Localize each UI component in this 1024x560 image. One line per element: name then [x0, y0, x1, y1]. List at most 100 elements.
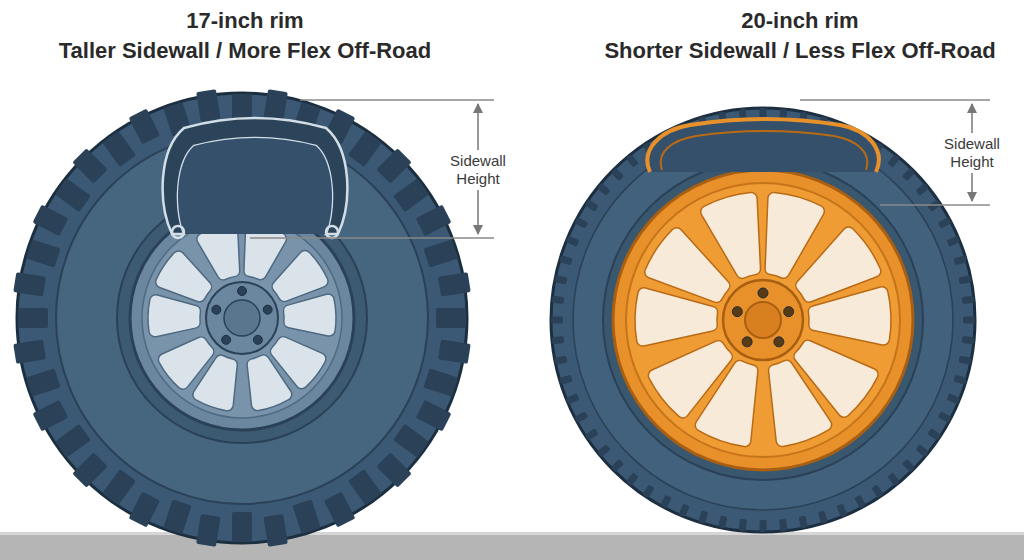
cutaway-inner	[178, 138, 332, 234]
tread-block	[324, 492, 355, 528]
tread-block	[626, 472, 639, 486]
tread-block	[585, 199, 599, 211]
tread-block	[871, 484, 883, 498]
tread-block	[163, 499, 191, 534]
tread-block	[551, 317, 563, 324]
tread-block	[718, 515, 727, 528]
tread-block	[915, 444, 929, 457]
tread-block	[559, 255, 573, 265]
tread-block	[26, 239, 61, 267]
wheel-window	[148, 295, 200, 337]
tread-block	[626, 154, 639, 168]
wheel-window	[808, 287, 891, 345]
tread-block	[13, 272, 46, 296]
tread-block	[902, 459, 915, 472]
tread-block	[902, 168, 915, 181]
sidewall-cutaway	[647, 119, 878, 172]
tread-block	[887, 154, 900, 168]
tread-block	[376, 148, 411, 183]
tread-block	[927, 428, 941, 440]
tread-block	[679, 503, 690, 517]
tread-block	[376, 452, 411, 487]
extension-line	[800, 99, 990, 100]
tread-block	[660, 495, 672, 509]
tread-block	[55, 424, 91, 458]
tread-block	[574, 217, 588, 229]
tread-block	[554, 356, 567, 365]
tread-block	[102, 469, 136, 505]
tread-block	[559, 375, 573, 385]
tread-block	[552, 336, 565, 344]
tread-block	[102, 131, 136, 167]
tread-block	[597, 183, 611, 196]
tread-block	[423, 368, 458, 396]
tread-block	[552, 296, 565, 304]
lug-hole	[758, 288, 768, 298]
tread-block	[438, 272, 471, 296]
tread-block	[18, 308, 48, 328]
tread-block	[799, 515, 808, 528]
lug-hole	[222, 335, 231, 344]
tread-block	[423, 239, 458, 267]
tread-block	[566, 393, 580, 404]
cutaway-inner	[661, 131, 868, 170]
tread-block	[566, 236, 580, 247]
tread-block	[915, 183, 929, 196]
extension-line	[880, 204, 990, 205]
tread-block	[887, 472, 900, 486]
tread-block	[416, 400, 452, 431]
tread-block	[33, 400, 69, 431]
tread-block	[611, 168, 624, 181]
lug-hole	[212, 305, 221, 314]
tread-block	[438, 339, 471, 363]
tread-block	[554, 275, 567, 284]
lug-hole	[263, 305, 272, 314]
tread-block	[779, 519, 787, 532]
tread-block	[436, 308, 466, 328]
dimension-label: Sidewall Height	[938, 133, 1006, 173]
tread-block	[962, 336, 975, 344]
tread-block	[232, 512, 252, 542]
tread-block	[55, 178, 91, 212]
bead	[172, 226, 184, 238]
lug-hole	[238, 287, 247, 296]
tread-block	[348, 131, 382, 167]
wheel-window	[648, 341, 732, 418]
tread-block	[938, 411, 952, 423]
tread-block	[13, 339, 46, 363]
tread-block	[196, 514, 220, 547]
tread-block	[760, 520, 767, 532]
tread-block	[72, 148, 107, 183]
rim-title: 20-inch rim	[741, 8, 858, 34]
extension-line	[250, 237, 494, 238]
tread-block	[642, 484, 654, 498]
tire-20	[551, 108, 975, 532]
tire-17	[13, 89, 470, 546]
tread-block	[574, 411, 588, 423]
tread-block	[698, 510, 708, 524]
wheel-window	[701, 193, 761, 279]
lug-hole	[784, 307, 794, 317]
tread-block	[129, 492, 160, 528]
wheel-window	[247, 355, 292, 411]
lug-hole	[742, 337, 752, 347]
tread-block	[818, 510, 828, 524]
tread-block	[953, 255, 967, 265]
wheel-window	[272, 250, 328, 301]
tread-block	[393, 178, 429, 212]
dimension-label: Sidewall Height	[444, 150, 512, 190]
tread-block	[963, 317, 975, 324]
lug-hole	[774, 337, 784, 347]
wheel-window	[156, 251, 212, 302]
ground-edge	[0, 532, 1024, 535]
tread-block	[348, 469, 382, 505]
tread-block	[585, 428, 599, 440]
tread-block	[958, 275, 971, 284]
rim-title: 17-inch rim	[186, 8, 303, 34]
tread-block	[196, 89, 220, 122]
wheel-window	[769, 360, 832, 446]
tread-block	[33, 205, 69, 236]
tread-block	[416, 205, 452, 236]
